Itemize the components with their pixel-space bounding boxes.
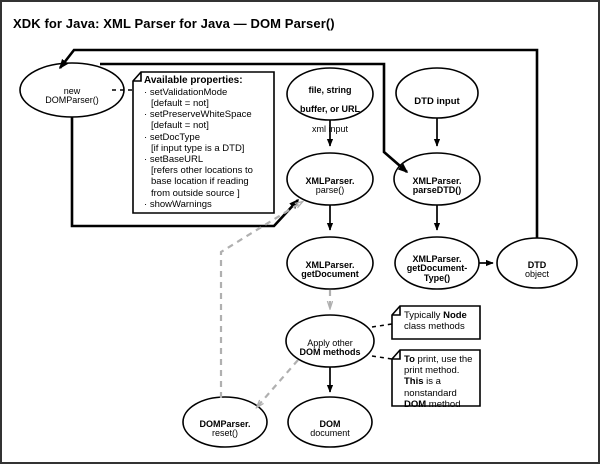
note-line: Typically Node: [404, 310, 467, 321]
node-shapes: [19, 62, 578, 448]
node-dtd-object: [496, 237, 578, 289]
note-node-class-fold: [392, 306, 401, 316]
edge-applydom-to-reset: [257, 359, 299, 407]
edge-xmlinput-route-to-parsedtd: [100, 62, 409, 173]
properties-note-box: [132, 71, 275, 214]
edge-dtdobject-to-domparser-top: [58, 48, 539, 238]
properties-note-fold: [133, 72, 142, 82]
node-new-domparser: [19, 62, 125, 118]
node-dtd-input: [395, 67, 479, 119]
property-item: · setPreserveWhiteSpace: [144, 109, 252, 121]
dashed-connectors: [219, 202, 330, 407]
note-line: To print, use the: [404, 354, 473, 365]
node-xmlparser-parse: [286, 152, 374, 206]
note-print-fold: [392, 350, 401, 360]
node-xmlparser-parsedtd: [393, 152, 481, 206]
note-node-class: Typically Node class methods: [404, 310, 482, 332]
property-detail: [refers other locations to base location…: [151, 165, 253, 199]
leader-note-print: [371, 355, 393, 360]
node-xmlparser-getdocumenttype: [394, 236, 480, 290]
note-line: print method.: [404, 365, 460, 377]
properties-list: · setValidationMode [default = not] · se…: [144, 87, 272, 210]
leader-note-node-class: [371, 323, 393, 328]
node-domparser-reset: [182, 396, 268, 448]
page-title: XDK for Java: XML Parser for Java — DOM …: [13, 16, 335, 31]
note-line: This is a: [404, 376, 441, 388]
note-leaders: [112, 89, 393, 360]
node-xmlparser-getdocument: [286, 236, 374, 290]
property-item: · showWarnings: [144, 198, 212, 210]
solid-connectors: [326, 118, 494, 393]
node-apply-dom-methods: [285, 314, 375, 368]
note-node-class-box: [391, 305, 481, 340]
property-detail: [if input type is a DTD]: [151, 142, 245, 154]
note-print-box: [391, 349, 481, 407]
note-line: nonstandard: [404, 387, 457, 399]
property-item: · setDocType: [144, 131, 200, 143]
properties-note: Available properties: · setValidationMod…: [144, 75, 272, 210]
node-dom-document: [287, 396, 373, 448]
note-line: class methods: [404, 321, 465, 333]
node-xml-input: [286, 67, 374, 121]
property-detail: [default = not]: [151, 98, 209, 109]
note-print-method: To print, use the print method. This is …: [404, 354, 482, 410]
property-detail: [default = not]: [151, 120, 209, 132]
note-boxes: [132, 71, 481, 407]
edge-reset-to-parse: [219, 202, 302, 398]
note-line: DOM method: [404, 398, 461, 410]
property-item: · setBaseURL: [144, 154, 204, 166]
property-item: · setValidationMode: [144, 86, 228, 98]
